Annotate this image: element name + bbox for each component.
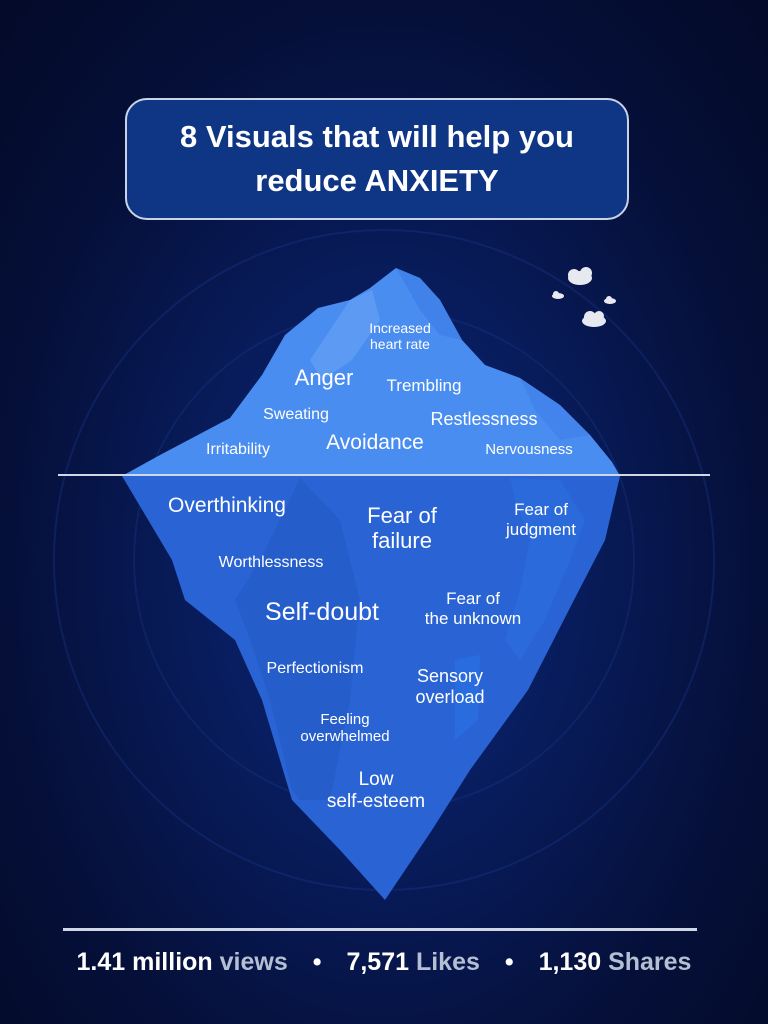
label-trembling: Trembling <box>386 376 462 395</box>
label-feeling-overwhelmed: Feeling overwhelmed <box>300 711 390 746</box>
label-fear-of-failure: Fear of failure <box>367 503 437 554</box>
iceberg-tip <box>122 268 620 476</box>
label-low-self-esteem: Low self-esteem <box>326 769 426 812</box>
label-nervousness: Nervousness <box>485 441 573 458</box>
label-self-doubt: Self-doubt <box>265 598 379 626</box>
shares-count: 1,130 <box>538 948 602 976</box>
label-perfectionism: Perfectionism <box>266 660 364 677</box>
label-restlessness: Restlessness <box>430 409 538 429</box>
likes-label: Likes <box>415 948 480 976</box>
label-increased-heart-rate: Increased heart rate <box>369 320 431 353</box>
label-avoidance: Avoidance <box>326 431 424 454</box>
label-sensory-overload: Sensory overload <box>415 666 485 707</box>
title-box: 8 Visuals that will help you reduce ANXI… <box>125 98 629 220</box>
stats-divider <box>63 928 697 931</box>
label-irritability: Irritability <box>205 441 271 458</box>
label-anger: Anger <box>294 365 354 390</box>
label-fear-of-the-unknown: Fear of the unknown <box>424 589 522 628</box>
likes-count: 7,571 <box>346 948 409 976</box>
label-sweating: Sweating <box>263 406 329 423</box>
views-count: 1.41 million <box>76 948 213 976</box>
separator-dot: • <box>504 948 514 976</box>
stats-bar: 1.41 million views • 7,571 Likes • 1,130… <box>0 948 768 977</box>
label-fear-of-judgment: Fear of judgment <box>506 500 576 539</box>
views-label: views <box>219 948 288 976</box>
label-overthinking: Overthinking <box>168 494 286 517</box>
cloud-icon <box>552 267 616 327</box>
page-title: 8 Visuals that will help you reduce ANXI… <box>180 119 574 198</box>
shares-label: Shares <box>608 948 692 976</box>
separator-dot: • <box>312 948 322 976</box>
label-worthlessness: Worthlessness <box>218 554 324 571</box>
